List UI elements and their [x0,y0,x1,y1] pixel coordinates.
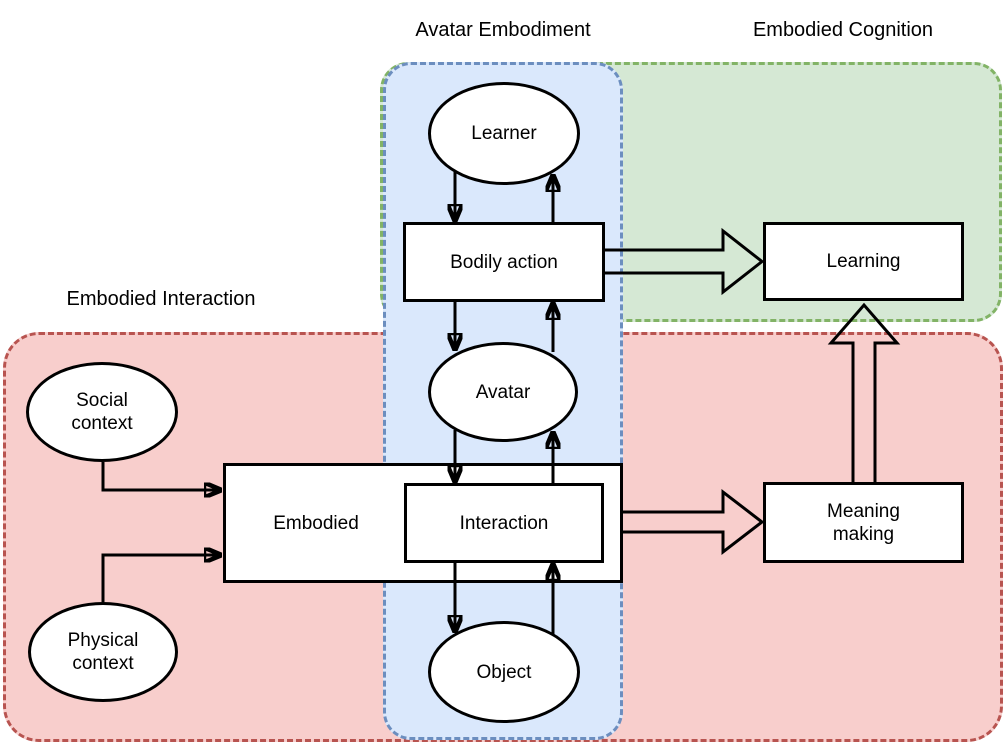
node-learner: Learner [428,82,580,185]
node-social-context: Social context [26,362,178,462]
node-meaning-making-label: Meaning making [827,500,900,545]
node-interaction: Interaction [404,483,604,563]
node-avatar: Avatar [428,342,578,442]
node-object-label: Object [476,661,532,683]
region-title-embodied-interaction: Embodied Interaction [66,288,256,310]
node-learning: Learning [763,222,964,301]
region-title-embodied-cognition: Embodied Cognition [752,19,934,41]
node-social-context-label: Social context [71,390,133,434]
node-meaning-making: Meaning making [763,482,964,563]
node-physical-context: Physical context [28,602,178,702]
node-physical-context-label: Physical context [67,630,139,674]
node-learner-label: Learner [471,123,537,144]
node-object: Object [428,621,580,723]
node-bodily-action-label: Bodily action [450,251,558,273]
node-interaction-label: Interaction [459,512,549,534]
node-learning-label: Learning [826,251,901,272]
node-embodied-label: Embodied [273,512,359,534]
node-bodily-action: Bodily action [403,222,605,302]
region-title-avatar-embodiment: Avatar Embodiment [415,19,591,41]
node-avatar-label: Avatar [475,381,531,403]
